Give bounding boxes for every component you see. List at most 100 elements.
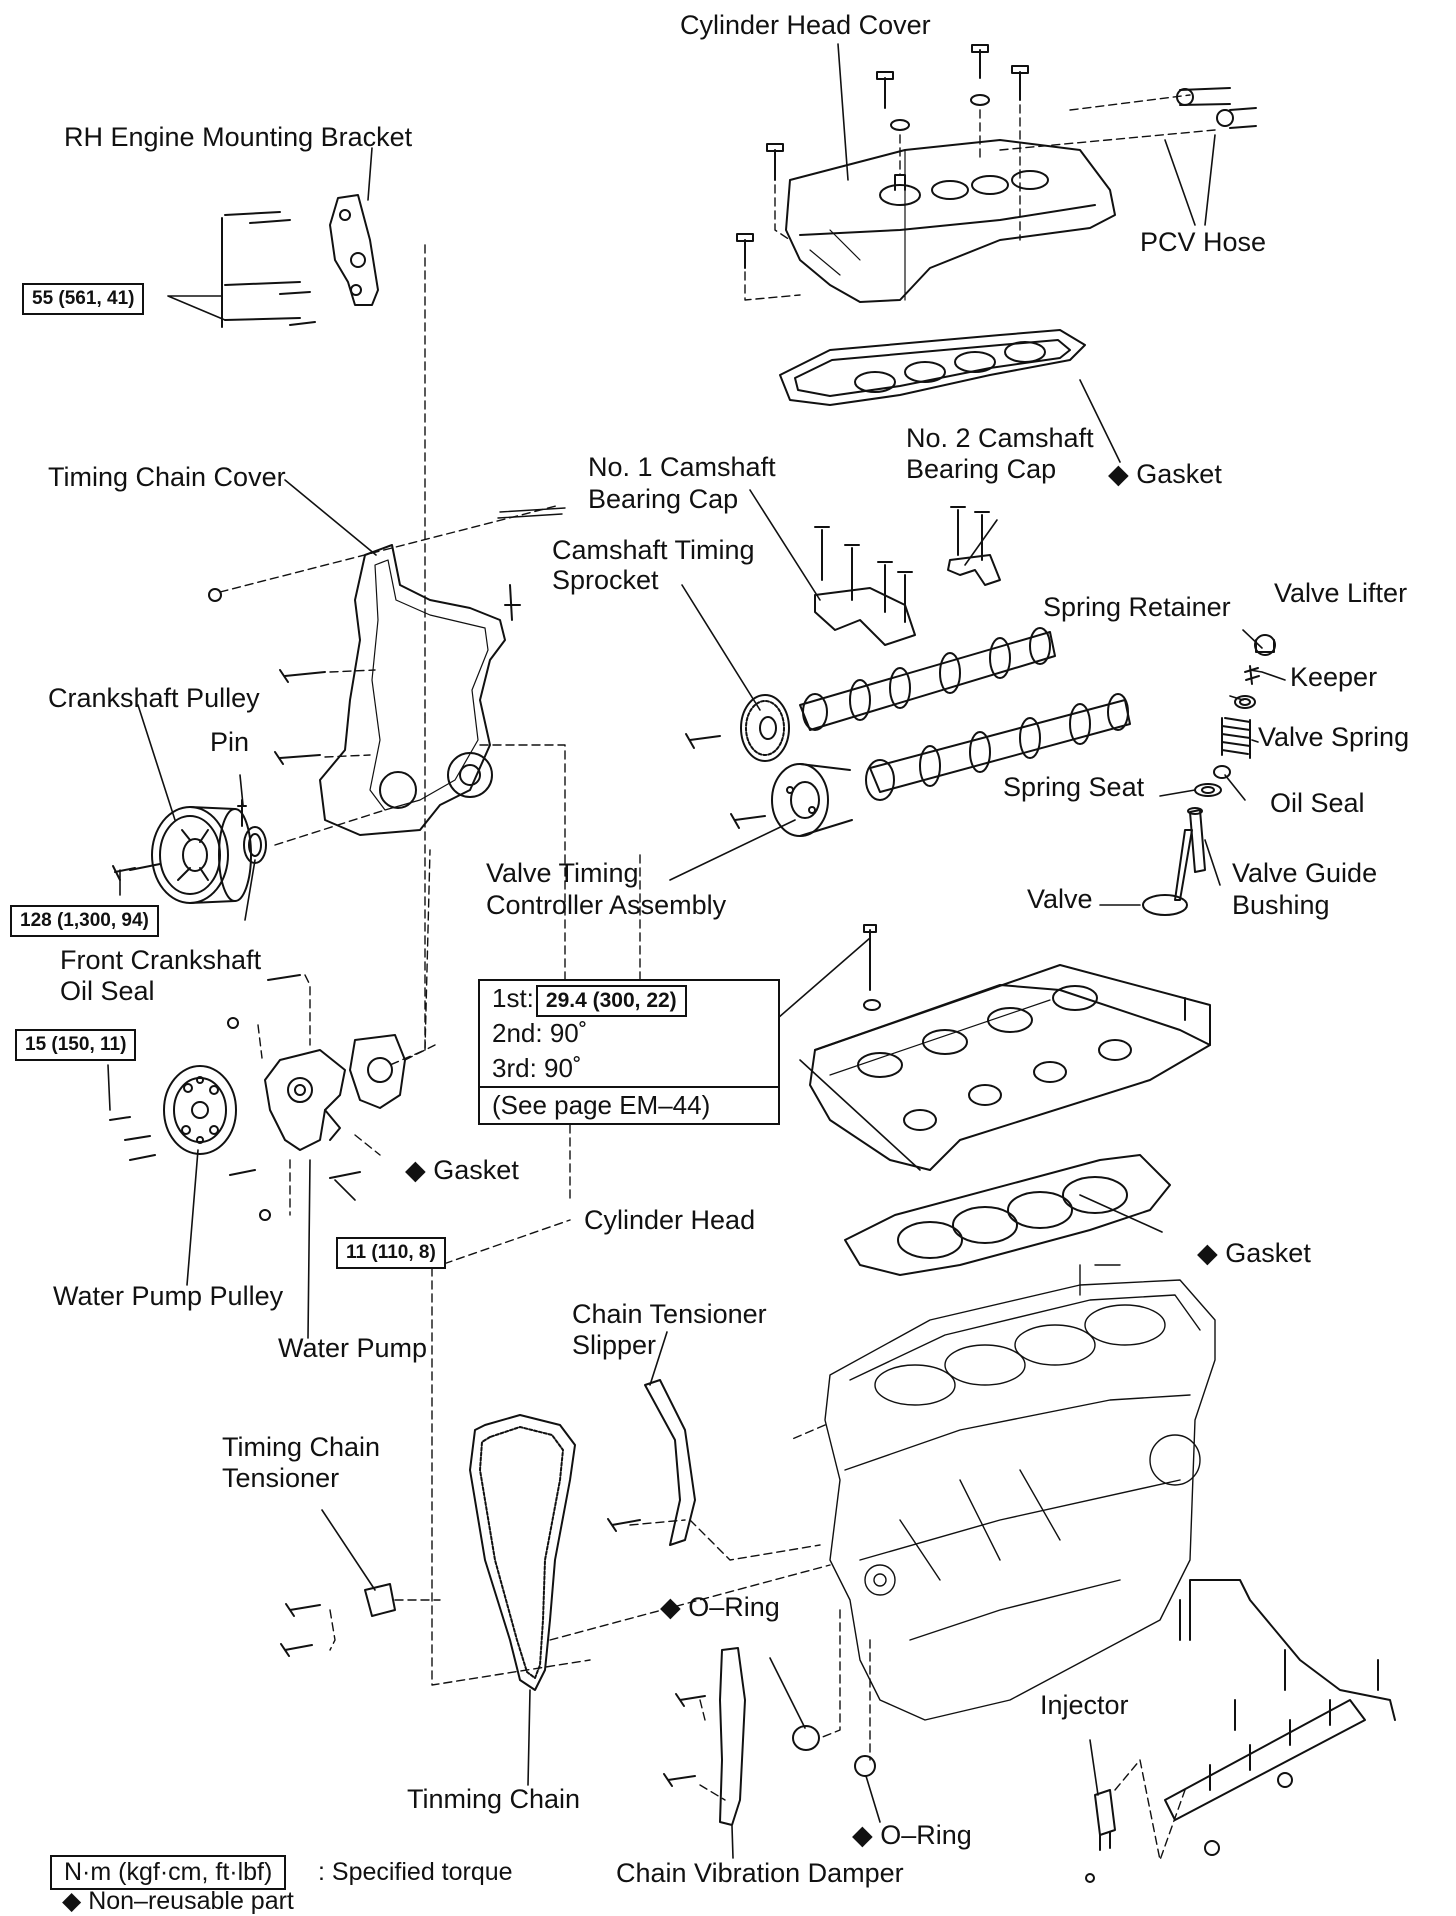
label-oil-seal: Oil Seal: [1270, 788, 1365, 818]
label-chain-vibration-damper: Chain Vibration Damper: [616, 1858, 904, 1888]
torque-water-pump-bolts: 11 (110, 8): [336, 1237, 446, 1269]
legend-nonreusable: ◆ Non–reusable part: [62, 1886, 294, 1916]
lower-leader-dashes: [329, 1219, 871, 1801]
spec-second-row: 2nd: 90˚: [492, 1018, 588, 1048]
label-keeper: Keeper: [1290, 662, 1378, 692]
o-ring-2-text: O–Ring: [880, 1820, 972, 1850]
valve-guide-bushing-part: [1187, 807, 1206, 873]
label-timing-chain-tensioner-1: Timing Chain: [222, 1432, 381, 1462]
o-ring-1-part: [792, 1725, 820, 1751]
label-camshaft-sprocket-2: Sprocket: [552, 565, 659, 595]
head-cover-leader-dashes: [744, 94, 1216, 301]
fuel-rail-leader-dashes: [1114, 1759, 1186, 1861]
front-crank-oil-seal-part: [243, 826, 267, 864]
nonreusable-marker: ◆: [405, 1155, 426, 1185]
label-chain-tensioner-slipper-1: Chain Tensioner: [572, 1299, 767, 1329]
label-no2-camshaft-2: Bearing Cap: [906, 454, 1057, 484]
crankshaft-pulley-part: [151, 806, 252, 904]
spec-first-value: 29.4 (300, 22): [535, 985, 687, 1017]
label-o-ring-2: ◆ O–Ring: [852, 1820, 972, 1851]
label-valve-guide-1: Valve Guide: [1232, 858, 1378, 888]
water-pump-bolts: [267, 974, 361, 1179]
head-cover-bolts: [736, 44, 1029, 269]
spring-seat-part: [1194, 783, 1222, 797]
water-pump-leader-dashes: [257, 849, 436, 1216]
label-valve-lifter: Valve Lifter: [1274, 578, 1408, 608]
label-crankshaft-pulley: Crankshaft Pulley: [48, 683, 260, 713]
label-valve-guide-2: Bushing: [1232, 890, 1330, 920]
nonreusable-marker: ◆: [660, 1592, 681, 1622]
spec-first-label: 1st:: [492, 983, 534, 1013]
label-cylinder-head: Cylinder Head: [584, 1205, 756, 1235]
label-no1-camshaft-1: No. 1 Camshaft: [588, 452, 776, 482]
label-timing-chain-cover: Timing Chain Cover: [48, 462, 286, 492]
timing-cover-bolts: [208, 507, 566, 765]
label-chain-tensioner-slipper-2: Slipper: [572, 1330, 657, 1360]
label-o-ring-1: ◆ O–Ring: [660, 1592, 780, 1623]
torque-bracket-bolts: 55 (561, 41): [22, 283, 145, 315]
water-pump-gasket-text: Gasket: [433, 1155, 519, 1185]
keeper-part: [1244, 665, 1260, 685]
oil-seal-part: [1213, 765, 1231, 779]
no1-camshaft-bearing-cap-part: [814, 526, 916, 646]
legend-unit-text: : Specified torque: [318, 1858, 513, 1886]
chain-tensioner-slipper-part: [607, 1379, 696, 1546]
timing-cover-leader-dashes: [219, 244, 641, 1201]
label-camshaft-sprocket-1: Camshaft Timing: [552, 535, 755, 565]
nonreusable-marker: ◆: [1108, 459, 1129, 489]
fuel-rail-part: [1164, 1579, 1396, 1856]
spec-third-row: 3rd: 90˚: [492, 1053, 582, 1083]
torque-water-pump-pulley: 15 (150, 11): [15, 1029, 137, 1061]
label-valve-timing-1: Valve Timing: [486, 858, 639, 888]
legend-nonreusable-text: Non–reusable part: [88, 1887, 294, 1915]
rh-engine-mounting-bracket-part: [221, 194, 379, 328]
injector-part: [1085, 1789, 1116, 1883]
chain-vibration-damper-part: [663, 1647, 746, 1826]
head-bolt-spec-box: 1st:29.4 (300, 22) 2nd: 90˚ 3rd: 90˚ (Se…: [478, 979, 780, 1125]
head-cover-gasket-part: [779, 329, 1086, 406]
no2-camshaft-bearing-cap-part: [947, 506, 1001, 586]
cam-bolts: [685, 733, 766, 829]
leader-lines: [107, 43, 1286, 1859]
label-spring-seat: Spring Seat: [1003, 772, 1145, 802]
nonreusable-marker: ◆: [62, 1887, 82, 1915]
spring-retainer-part: [1234, 695, 1256, 709]
spec-first-row: 1st:29.4 (300, 22): [480, 981, 778, 1017]
head-gasket-text: Gasket: [1225, 1238, 1311, 1268]
head-cover-gasket-text: Gasket: [1136, 459, 1222, 489]
label-valve-timing-2: Controller Assembly: [486, 890, 727, 920]
valve-part: [1142, 829, 1193, 916]
spec-reference-row: (See page EM–44): [480, 1086, 778, 1123]
label-front-crank-seal-1: Front Crankshaft: [60, 945, 262, 975]
label-water-pump-pulley: Water Pump Pulley: [53, 1281, 284, 1311]
label-no2-camshaft-1: No. 2 Camshaft: [906, 423, 1094, 453]
label-timing-chain: Tinming Chain: [407, 1784, 581, 1814]
water-pump-gasket-part: [349, 1034, 406, 1109]
label-pin: Pin: [210, 727, 250, 757]
crank-pulley-bolt: [112, 863, 161, 881]
intake-camshaft-part: [799, 627, 1056, 731]
torque-crank-pulley-bolt: 128 (1,300, 94): [10, 905, 159, 937]
timing-chain-tensioner-part: [280, 1583, 396, 1657]
timing-chain-part: [469, 1414, 576, 1691]
pin-part: [237, 799, 247, 827]
label-water-pump: Water Pump: [278, 1333, 428, 1363]
nonreusable-marker: ◆: [852, 1820, 873, 1850]
nonreusable-marker: ◆: [1197, 1238, 1218, 1268]
label-rh-engine-mounting-bracket: RH Engine Mounting Bracket: [64, 122, 413, 152]
label-valve-spring: Valve Spring: [1258, 722, 1410, 752]
valve-timing-controller-part: [771, 763, 853, 837]
engine-block-part: [824, 1264, 1216, 1721]
valve-spring-part: [1221, 717, 1251, 759]
timing-chain-cover-part: [319, 544, 521, 836]
label-head-gasket: ◆ Gasket: [1197, 1238, 1311, 1269]
water-pump-pulley-bolts: [109, 1017, 271, 1221]
label-spring-retainer: Spring Retainer: [1043, 592, 1231, 622]
label-cylinder-head-cover: Cylinder Head Cover: [680, 10, 931, 40]
cylinder-head-cover-part: [785, 139, 1116, 303]
legend-unit-box: N·m (kgf·cm, ft·lbf): [50, 1855, 287, 1890]
label-no1-camshaft-2: Bearing Cap: [588, 484, 739, 514]
cylinder-head-part: [809, 924, 1211, 1171]
exhaust-camshaft-part: [865, 693, 1131, 801]
label-injector: Injector: [1040, 1690, 1129, 1720]
